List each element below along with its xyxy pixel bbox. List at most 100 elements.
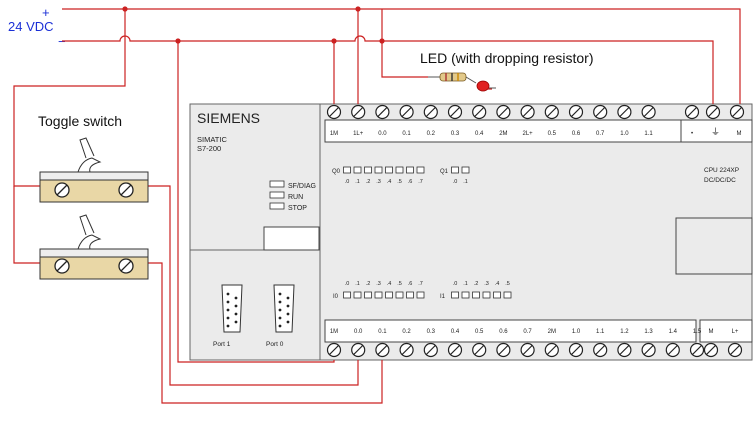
q0-bit-label: .0	[345, 179, 350, 185]
bottom-terminal-screw	[326, 342, 342, 358]
top-terminal-screw	[423, 104, 438, 120]
bottom-terminal-screw	[351, 342, 366, 358]
top-power-terminal-screw	[684, 104, 700, 120]
wire-led-lead	[381, 41, 428, 78]
q1-bit-label: .1	[463, 179, 468, 185]
supply-voltage-label: 24 VDC	[8, 19, 54, 34]
bottom-power-terminal-strip	[699, 319, 753, 343]
bottom-terminal-screw	[496, 342, 511, 358]
q0-label: Q0	[332, 169, 341, 175]
top-terminal-label: 1M	[330, 131, 338, 137]
toggle-switch-label: Toggle switch	[38, 113, 122, 129]
switch-1-lever[interactable]	[77, 157, 102, 173]
cpu-model-label: CPU 224XP	[704, 167, 739, 174]
i0-bit-label: .1	[355, 281, 360, 287]
bottom-terminal-label: 0.5	[475, 329, 484, 335]
bottom-terminal-label: 1.0	[572, 329, 581, 335]
q0-bit-label: .6	[408, 179, 413, 185]
i1-indicator-led	[461, 291, 470, 299]
wire-minus-rail	[62, 35, 714, 104]
top-terminal-screw	[641, 104, 656, 120]
i1-indicator-led	[493, 291, 501, 299]
led-bulb	[476, 80, 490, 92]
top-terminal-screw	[472, 104, 487, 120]
i0-bit-label: .6	[408, 281, 413, 287]
bottom-terminal-screw	[447, 342, 463, 358]
status-label-run: RUN	[288, 194, 303, 201]
q0-indicator-led	[395, 166, 404, 174]
i0-indicator-led	[406, 291, 414, 299]
top-terminal-screw	[617, 104, 632, 120]
bottom-terminal-screw	[375, 342, 390, 358]
port-1-label: Port 1	[213, 341, 231, 348]
bottom-terminal-label: 0.2	[402, 329, 411, 335]
bottom-terminal-label: 0.6	[499, 329, 508, 335]
switch-1-screw-right	[118, 182, 134, 198]
power-supply: 24 VDC + −	[8, 5, 66, 49]
i0-indicator-led	[364, 291, 372, 299]
status-label-stop: STOP	[288, 205, 307, 212]
top-terminal-label: 0.6	[572, 131, 581, 137]
wire-switch2-to-i0-1	[128, 262, 383, 404]
i0-indicator-led	[416, 291, 425, 299]
q0-bit-label: .1	[355, 179, 360, 185]
bottom-terminal-screw	[472, 342, 487, 358]
i1-bit-label: .0	[453, 281, 458, 287]
bottom-terminal-label: 0.1	[378, 329, 387, 335]
top-terminal-label: 2M	[499, 131, 507, 137]
supply-minus-sign: −	[58, 34, 66, 49]
port-1-connector	[221, 284, 243, 333]
bottom-terminal-screw	[641, 342, 656, 358]
top-power-terminal-label: ⏚	[711, 127, 720, 137]
top-terminal-label: 0.5	[548, 131, 557, 137]
top-terminal-label: 0.4	[475, 131, 484, 137]
top-terminal-screw	[520, 104, 535, 120]
top-terminal-label: 1L+	[353, 131, 364, 137]
q0-bit-label: .3	[376, 179, 381, 185]
i0-bit-label: .4	[387, 281, 392, 287]
q0-indicator-led	[406, 166, 414, 174]
status-label-sf: SF/DIAG	[288, 183, 316, 190]
top-power-terminal-screw	[729, 104, 745, 120]
top-terminal-screw	[326, 104, 342, 120]
bottom-terminal-screw	[399, 342, 414, 358]
plc: SIEMENS SIMATIC S7-200 SF/DIAG RUN STOP …	[189, 103, 753, 361]
q1-label: Q1	[440, 169, 449, 175]
q1-indicator-led	[451, 166, 459, 174]
bottom-terminal-label: 0.3	[427, 329, 436, 335]
plc-family: SIMATIC	[197, 135, 227, 144]
bottom-terminal-screw	[544, 342, 559, 358]
bottom-terminal-label: 1M	[330, 329, 338, 335]
switch-2-lever[interactable]	[77, 234, 102, 250]
switch-2-screw-left	[54, 258, 70, 274]
dropping-resistor	[439, 72, 467, 82]
i0-indicator-led	[385, 291, 393, 299]
plc-model: S7-200	[197, 144, 221, 153]
top-terminal-screw	[568, 104, 584, 120]
top-terminal-label: 0.0	[378, 131, 387, 137]
bottom-power-terminal-screw	[727, 342, 743, 358]
status-led-stop	[269, 202, 285, 210]
i1-indicator-led	[451, 291, 459, 299]
i0-bit-label: .2	[366, 281, 371, 287]
i0-bit-label: .7	[418, 281, 423, 287]
i1-indicator-led	[482, 291, 491, 299]
status-led-sf	[269, 180, 285, 188]
toggle-switch-1[interactable]	[39, 137, 149, 203]
bottom-terminal-label: 0.0	[354, 329, 363, 335]
toggle-switch-2[interactable]	[39, 214, 149, 280]
q0-bit-label: .4	[387, 179, 392, 185]
bottom-terminal-label: 1.5	[693, 329, 702, 335]
i1-bit-label: .3	[484, 281, 489, 287]
i0-label: I0	[333, 294, 339, 300]
q0-indicator-led	[353, 166, 362, 174]
q1-bit-label: .0	[453, 179, 458, 185]
top-power-terminal-label: •	[691, 131, 693, 137]
bottom-terminal-label: 0.7	[523, 329, 532, 335]
output-indicator-leds: .0.1.2.3.4.5.6.7.0.1	[343, 166, 470, 185]
junction-dots	[122, 6, 385, 44]
wire-plus-rail	[62, 8, 741, 104]
bottom-terminal-screw	[568, 342, 584, 358]
i1-bit-label: .2	[474, 281, 479, 287]
